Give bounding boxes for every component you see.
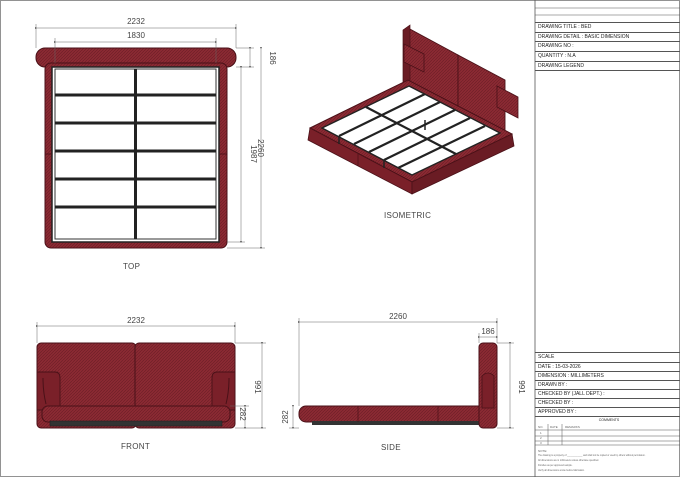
note-title: NOTE:	[538, 449, 548, 453]
front-base	[41, 405, 231, 423]
view-label-top: TOP	[123, 262, 141, 271]
drawing-title: DRAWING TITLE : BED	[535, 22, 680, 32]
quantity: QUANTITY : N.A	[535, 51, 680, 61]
col-date: DATE	[550, 425, 558, 429]
row-number-2: 2	[540, 436, 542, 440]
isometric-view	[307, 24, 519, 195]
front-view: 2232 991 282	[36, 316, 266, 429]
approved-by: APPROVED BY :	[535, 407, 680, 416]
note-line-4: Verify all dimensions at site before fab…	[538, 470, 585, 472]
col-remarks: REMARKS	[565, 425, 580, 429]
note-line-1: The drawing is a property of ___________…	[538, 455, 646, 457]
dim-side-headboard-depth: 186	[481, 327, 495, 336]
date: DATE : 15-03-2026	[535, 362, 680, 371]
dim-side-length: 2260	[389, 312, 407, 321]
drawn-by: DRAWN BY :	[535, 380, 680, 389]
drawing-no: DRAWING NO :	[535, 41, 680, 51]
dim-front-base-height: 282	[238, 407, 247, 421]
dim-side-base-height: 282	[281, 410, 290, 424]
note-line-2: All dimensions are in millimeters unless…	[538, 460, 599, 462]
dim-top-overall-length: 2260	[256, 139, 265, 157]
view-label-front: FRONT	[121, 442, 151, 451]
top-view: 2232 1830 186 1987 2260	[35, 17, 277, 249]
col-no: NO.	[538, 425, 544, 429]
drawing-legend: DRAWING LEGEND	[535, 61, 680, 71]
comments-header: COMMENTS	[535, 416, 680, 424]
comments-table	[535, 424, 680, 446]
dim-front-height: 991	[253, 380, 262, 394]
iso-slats	[338, 93, 486, 169]
note-line-3: Finishes as per approved sample.	[538, 465, 573, 467]
checked-by: CHECKED BY :	[535, 398, 680, 407]
dimension-units: DIMENSION : MILLIMETERS	[535, 371, 680, 380]
dim-top-headboard-depth: 186	[268, 51, 277, 65]
checked-by-jall: CHECKED BY (JALL DEPT.) :	[535, 389, 680, 398]
dim-front-width: 2232	[127, 316, 145, 325]
dim-top-overall-width: 2232	[127, 17, 145, 26]
row-number-1: 1	[540, 431, 542, 435]
dim-top-inner-width: 1830	[127, 31, 145, 40]
dim-top-inner-length: 1987	[249, 145, 258, 163]
drawing-detail: DRAWING DETAIL : BASIC DIMENSION	[535, 32, 680, 41]
side-view: 2260 186 991 282	[281, 312, 526, 429]
top-slats	[55, 93, 216, 209]
view-label-side: SIDE	[381, 443, 401, 452]
view-label-isometric: ISOMETRIC	[384, 211, 432, 220]
scale: SCALE	[535, 352, 680, 362]
dim-side-height: 991	[517, 380, 526, 394]
side-base	[298, 405, 495, 423]
row-number-3: 3	[540, 441, 542, 445]
